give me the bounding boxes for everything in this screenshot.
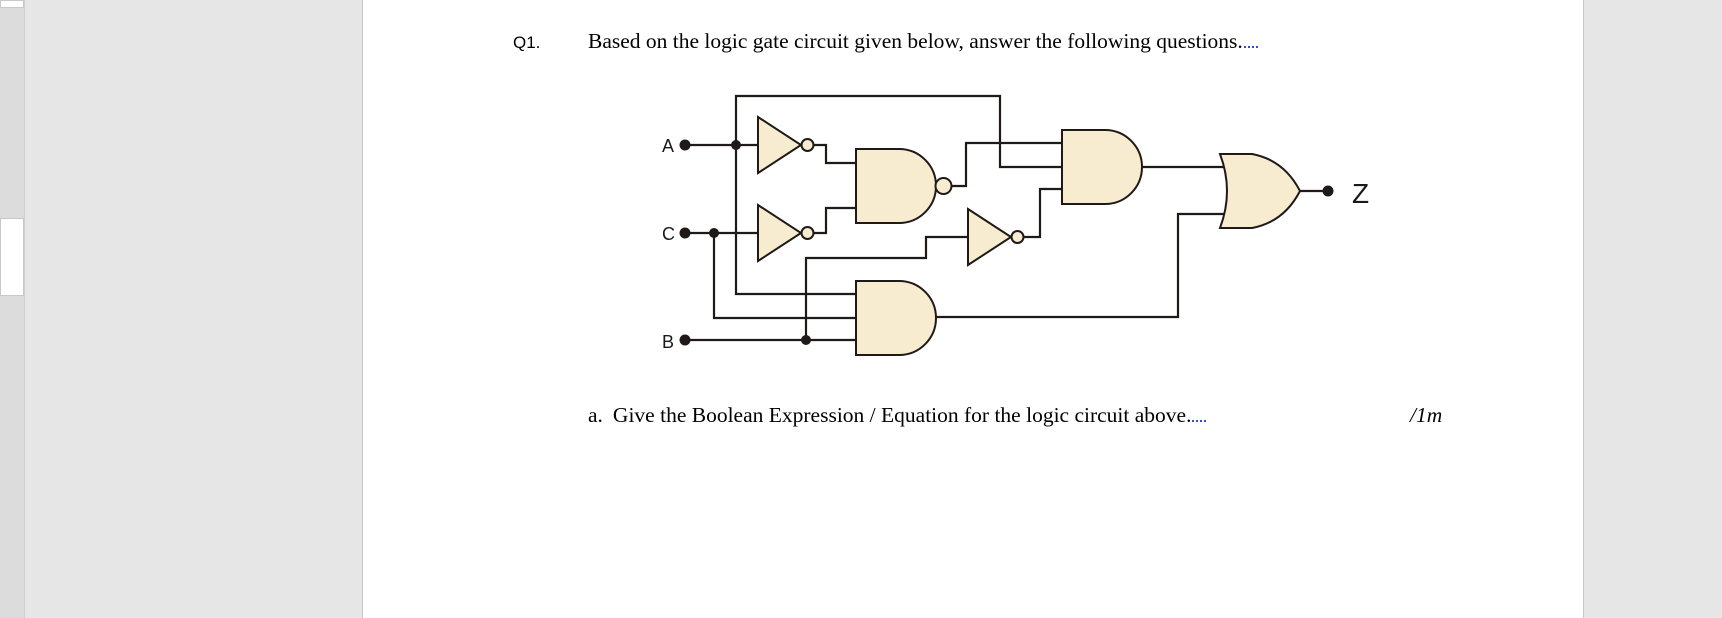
question-text: Based on the logic gate circuit given be… [588, 29, 1258, 54]
or-gate [1218, 153, 1302, 229]
question-text-content: Based on the logic gate circuit given be… [588, 29, 1243, 53]
input-b-terminal [679, 334, 691, 346]
wire-not3-and1 [1024, 187, 1062, 239]
input-b-label: B [662, 332, 674, 352]
not-gate-b [967, 207, 1013, 267]
nand-gate [855, 148, 937, 224]
wire-b-not3 [804, 235, 968, 340]
not-gate-c [757, 203, 803, 263]
junction-a [731, 140, 741, 150]
output-z-label: Z [1352, 178, 1369, 209]
input-a-label: A [662, 136, 674, 156]
wire-not2-nand [814, 206, 856, 235]
marks-allocation: /1m [1410, 403, 1443, 427]
not-gate-a [757, 115, 803, 175]
wire-a-down [734, 145, 856, 296]
wire-nand-and1 [952, 141, 1062, 188]
not-gate-a-bubble [800, 138, 815, 152]
wire-not1-nand [814, 143, 856, 165]
formatting-dots [1192, 408, 1207, 422]
sub-question-a: a. Give the Boolean Expression / Equation… [588, 403, 1207, 428]
input-c-terminal [679, 227, 691, 239]
and-gate-lower [855, 280, 937, 356]
input-c-label: C [662, 224, 675, 244]
ruler-marker [0, 218, 24, 296]
wire-and2-or [936, 212, 1226, 319]
and-gate-upper [1061, 129, 1143, 205]
ruler-marker-top [0, 0, 24, 8]
sub-question-letter: a. [588, 403, 603, 427]
junction-c [709, 228, 719, 238]
output-z-terminal [1322, 185, 1334, 197]
wire-c-down [712, 233, 856, 320]
wire-a-top-loop [734, 94, 1062, 169]
not-gate-c-bubble [800, 226, 815, 240]
junction-b [801, 335, 811, 345]
sub-question-text: Give the Boolean Expression / Equation f… [612, 403, 1192, 427]
input-a-terminal [679, 139, 691, 151]
document-page [362, 0, 1584, 618]
question-number: Q1. [513, 33, 541, 52]
left-margin-strip [0, 0, 25, 618]
nand-gate-bubble [934, 177, 953, 195]
not-gate-b-bubble [1010, 230, 1025, 244]
formatting-dots [1243, 34, 1258, 48]
